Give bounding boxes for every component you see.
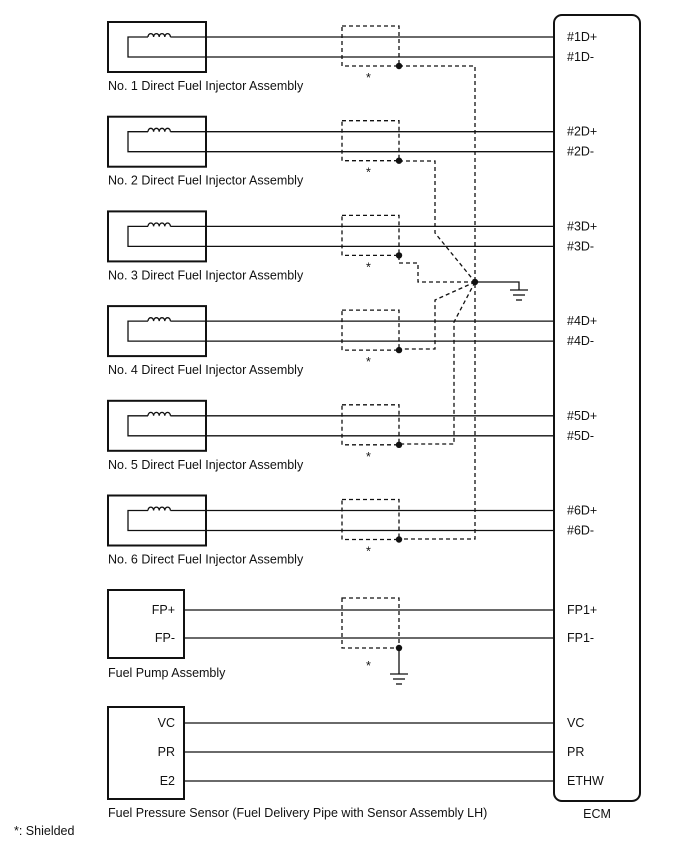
- fuel-pump-terminal-minus: FP-: [155, 631, 175, 645]
- sensor-terminal-e2: E2: [160, 774, 175, 788]
- shield-mark: *: [366, 450, 371, 464]
- injector-label: No. 4 Direct Fuel Injector Assembly: [108, 363, 304, 377]
- injector-box: [107, 210, 207, 263]
- injector-3: * #3D+ #3D- No. 3 Direct Fuel Injector Asse…: [107, 210, 597, 282]
- fuel-pump-assembly: FP+ FP- * FP1+ FP1- Fuel Pump Assembly: [107, 589, 597, 685]
- shield-mark: *: [366, 166, 371, 180]
- shielded-footnote: *: Shielded: [14, 824, 75, 838]
- injector-box: [107, 21, 207, 73]
- fuel-pump-shield-mark: *: [366, 659, 371, 673]
- shield-drain-network: [398, 65, 528, 540]
- coil-icon: [147, 127, 172, 132]
- injector-box: [107, 494, 207, 547]
- ground-icon: [510, 289, 528, 301]
- coil-icon: [147, 33, 172, 38]
- ecm-pin-minus: #3D-: [567, 239, 594, 253]
- injector-5: * #5D+ #5D- No. 5 Direct Fuel Injector Asse…: [107, 399, 597, 472]
- injector-4: * #4D+ #4D- No. 4 Direct Fuel Injector Asse…: [107, 305, 597, 377]
- coil-icon: [147, 222, 172, 227]
- ground-icon: [390, 673, 408, 685]
- fuel-pump-label: Fuel Pump Assembly: [108, 666, 226, 680]
- ecm-pin-plus: #3D+: [567, 219, 597, 233]
- ecm-pin-ethw: ETHW: [567, 774, 604, 788]
- pressure-sensor-label: Fuel Pressure Sensor (Fuel Delivery Pipe…: [108, 806, 487, 820]
- coil-icon: [147, 411, 172, 416]
- injector-group: * #1D+ #1D- No. 1 Direct Fuel Injector Asse…: [107, 21, 597, 567]
- ecm-pin-plus: #6D+: [567, 504, 597, 518]
- injector-6: * #6D+ #6D- No. 6 Direct Fuel Injector Asse…: [107, 494, 597, 567]
- fuel-pump-ecm-pin-plus: FP1+: [567, 603, 597, 617]
- shield-mark: *: [366, 355, 371, 369]
- injector-2: * #2D+ #2D- No. 2 Direct Fuel Injector Asse…: [107, 115, 597, 188]
- ecm-pin-pr: PR: [567, 745, 584, 759]
- fuel-pump-terminal-plus: FP+: [152, 603, 175, 617]
- ecm-pin-vc: VC: [567, 716, 584, 730]
- injector-label: No. 2 Direct Fuel Injector Assembly: [108, 174, 304, 188]
- ecm-pin-minus: #4D-: [567, 334, 594, 348]
- ecm-pin-plus: #5D+: [567, 409, 597, 423]
- injector-box: [107, 115, 207, 168]
- sensor-terminal-vc: VC: [158, 716, 175, 730]
- injector-shield: [341, 404, 400, 446]
- injector-1: * #1D+ #1D- No. 1 Direct Fuel Injector Asse…: [107, 21, 597, 93]
- injector-shield: [341, 120, 400, 162]
- ecm-pin-plus: #1D+: [567, 30, 597, 44]
- injector-shield: [341, 498, 400, 541]
- injector-label: No. 3 Direct Fuel Injector Assembly: [108, 268, 304, 282]
- injector-label: No. 1 Direct Fuel Injector Assembly: [108, 79, 304, 93]
- injector-shield: [341, 214, 400, 257]
- injector-box: [107, 305, 207, 358]
- coil-icon: [147, 506, 172, 511]
- coil-icon: [147, 317, 172, 322]
- ecm-pin-minus: #5D-: [567, 429, 594, 443]
- fuel-pressure-sensor: VC PR E2 VC PR ETHW Fuel Pressure Sensor…: [107, 706, 604, 820]
- shield-mark: *: [366, 545, 371, 559]
- sensor-terminal-pr: PR: [158, 745, 175, 759]
- fuel-pump-shield: [341, 597, 400, 649]
- fuel-pump-box: [107, 589, 185, 659]
- ecm-pin-plus: #2D+: [567, 125, 597, 139]
- injector-shield: [341, 309, 400, 351]
- injector-label: No. 5 Direct Fuel Injector Assembly: [108, 458, 304, 472]
- injector-box: [107, 399, 207, 452]
- shield-mark: *: [366, 71, 371, 85]
- ecm-pin-plus: #4D+: [567, 314, 597, 328]
- ecm-box: [553, 14, 641, 802]
- ecm-pin-minus: #1D-: [567, 50, 594, 64]
- pressure-sensor-box: [107, 706, 185, 800]
- shield-mark: *: [366, 260, 371, 274]
- fuel-pump-ecm-pin-minus: FP1-: [567, 631, 594, 645]
- injector-shield: [341, 25, 400, 67]
- ecm-pin-minus: #6D-: [567, 524, 594, 538]
- ecm-label: ECM: [583, 807, 611, 821]
- injector-label: No. 6 Direct Fuel Injector Assembly: [108, 553, 304, 567]
- ecm-pin-minus: #2D-: [567, 145, 594, 159]
